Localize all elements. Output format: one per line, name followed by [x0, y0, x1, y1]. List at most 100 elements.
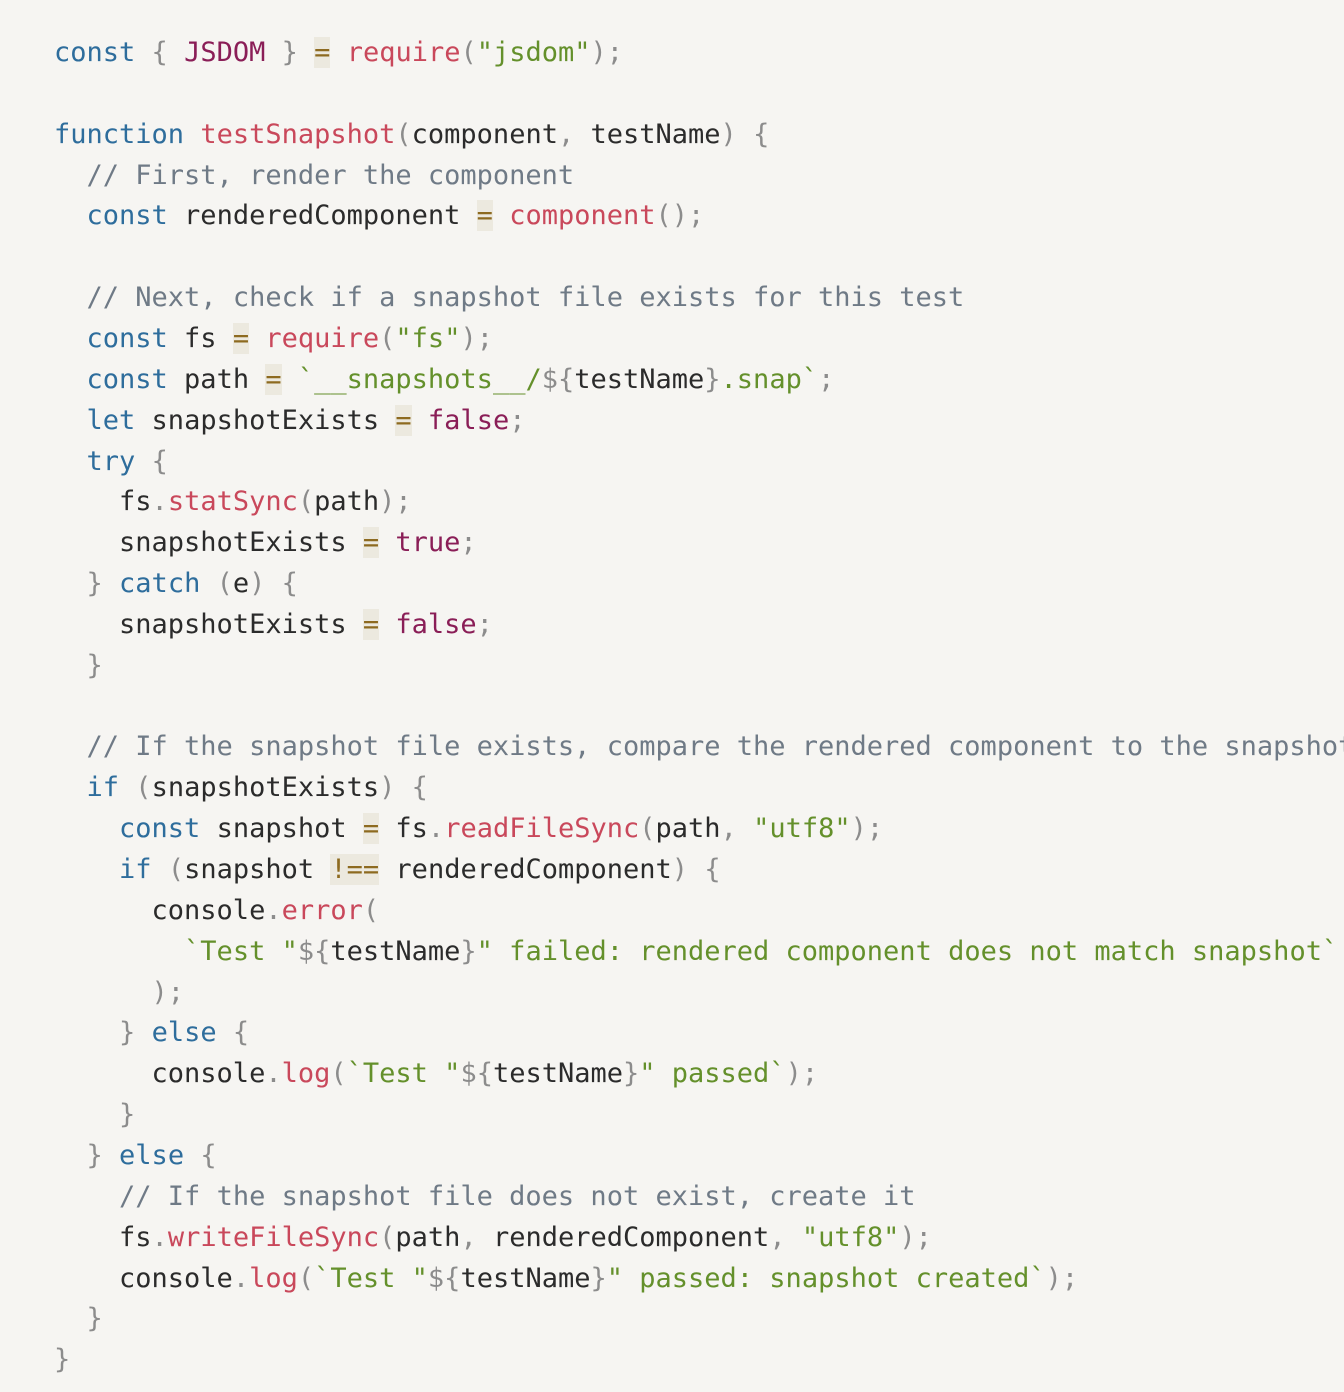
code-line: );: [54, 973, 185, 1013]
punctuation-token: {: [200, 1139, 217, 1171]
punctuation-token: );: [151, 976, 185, 1008]
punctuation-token: ;: [818, 363, 835, 395]
punctuation-token: (: [395, 118, 412, 150]
identifier-token: fs: [379, 813, 428, 845]
punctuation-token: }: [119, 1099, 136, 1131]
operator-token: =: [362, 608, 380, 640]
string-token: " failed: rendered component does not ma…: [476, 935, 1339, 967]
keyword-token: if: [86, 772, 120, 804]
keyword-token: else: [119, 1139, 185, 1171]
string-token: " passed: snapshot created`: [606, 1262, 1046, 1294]
punctuation-token: (: [297, 1262, 315, 1294]
punctuation-token: {: [704, 854, 721, 885]
identifier-token: [54, 568, 87, 599]
punctuation-token: );: [899, 1221, 932, 1253]
punctuation-token: .: [232, 1262, 250, 1294]
identifier-token: snapshot: [200, 813, 363, 845]
identifier-token: testName: [330, 935, 461, 967]
identifier-token: path: [395, 1221, 461, 1253]
punctuation-token: }: [119, 1017, 136, 1049]
identifier-token: [54, 650, 87, 681]
identifier-token: path: [655, 813, 721, 845]
punctuation-token: (: [330, 1058, 347, 1090]
identifier-token: [54, 1140, 87, 1171]
identifier-token: [200, 568, 216, 599]
punctuation-token: .: [151, 486, 168, 518]
operator-token: =: [265, 363, 282, 395]
function-name-token: log: [281, 1058, 331, 1090]
function-name-token: log: [249, 1262, 298, 1294]
keyword-token: const: [119, 813, 201, 845]
identifier-token: fs: [54, 486, 152, 518]
identifier-token: [54, 282, 87, 313]
identifier-token: renderedComponent: [476, 1221, 770, 1253]
string-token: `Test ": [314, 1262, 428, 1294]
code-line: fs.writeFileSync(path, renderedComponent…: [54, 1218, 932, 1258]
punctuation-token: }: [460, 935, 477, 967]
identifier-token: [135, 37, 151, 68]
punctuation-token: }: [590, 1262, 607, 1294]
identifier-token: renderedComponent: [167, 200, 477, 232]
punctuation-token: .: [265, 1058, 282, 1090]
identifier-token: fs: [167, 322, 233, 354]
literal-token: true: [395, 527, 461, 559]
keyword-token: try: [86, 445, 136, 477]
punctuation-token: {: [753, 118, 770, 150]
identifier-token: [737, 813, 753, 844]
identifier-token: [379, 527, 395, 558]
punctuation-token: (: [297, 486, 315, 518]
string-token: "utf8": [753, 813, 851, 845]
code-line: try {: [54, 442, 168, 482]
punctuation-token: ,: [769, 1221, 786, 1253]
code-line: snapshotExists = false;: [54, 605, 493, 645]
code-line: // If the snapshot file exists, compare …: [54, 727, 1344, 767]
punctuation-token: );: [850, 813, 884, 845]
identifier-token: snapshotExists: [151, 772, 380, 804]
punctuation-token: (: [639, 813, 656, 845]
identifier-token: path: [167, 363, 266, 395]
identifier-token: [54, 936, 184, 967]
punctuation-token: }: [281, 37, 298, 68]
operator-token: =: [362, 813, 380, 845]
punctuation-token: .: [427, 813, 445, 845]
identifier-token: [168, 37, 184, 68]
identifier-token: console: [54, 1058, 266, 1090]
identifier-token: [54, 446, 87, 477]
code-line: // Next, check if a snapshot file exists…: [54, 278, 965, 318]
punctuation-token: }: [86, 649, 103, 681]
code-line: console.log(`Test "${testName}" passed: …: [54, 1259, 1078, 1299]
identifier-token: component: [411, 118, 558, 150]
operator-token: =: [395, 404, 412, 436]
code-line: const fs = require("fs");: [54, 319, 493, 359]
punctuation-token: }: [54, 1344, 71, 1376]
punctuation-token: ();: [655, 200, 705, 232]
keyword-token: let: [86, 404, 136, 436]
code-line: // First, render the component: [54, 156, 575, 196]
identifier-token: [493, 200, 509, 231]
identifier-token: [54, 813, 119, 844]
string-token: " passed`: [639, 1058, 786, 1090]
identifier-token: [737, 119, 753, 150]
identifier-token: [135, 1017, 151, 1048]
punctuation-token: (: [216, 568, 233, 600]
comment-token: // If the snapshot file does not exist, …: [119, 1180, 916, 1212]
function-name-token: writeFileSync: [167, 1221, 380, 1253]
keyword-token: const: [86, 200, 168, 232]
punctuation-token: ,: [720, 813, 737, 845]
code-line: }: [54, 646, 103, 686]
comment-token: // Next, check if a snapshot file exists…: [86, 282, 965, 314]
identifier-token: [330, 37, 346, 68]
punctuation-token: .: [265, 894, 282, 926]
identifier-token: [217, 1017, 233, 1048]
identifier-token: [184, 119, 200, 150]
string-token: "utf8": [801, 1221, 900, 1253]
punctuation-token: ,: [557, 118, 575, 150]
code-line: const renderedComponent = component();: [54, 196, 704, 236]
code-line: }: [54, 1299, 103, 1339]
function-name-token: component: [509, 200, 656, 232]
code-line: console.log(`Test "${testName}" passed`)…: [54, 1054, 819, 1094]
punctuation-token: }: [623, 1058, 640, 1090]
keyword-token: if: [119, 854, 152, 885]
punctuation-token: {: [281, 568, 298, 600]
